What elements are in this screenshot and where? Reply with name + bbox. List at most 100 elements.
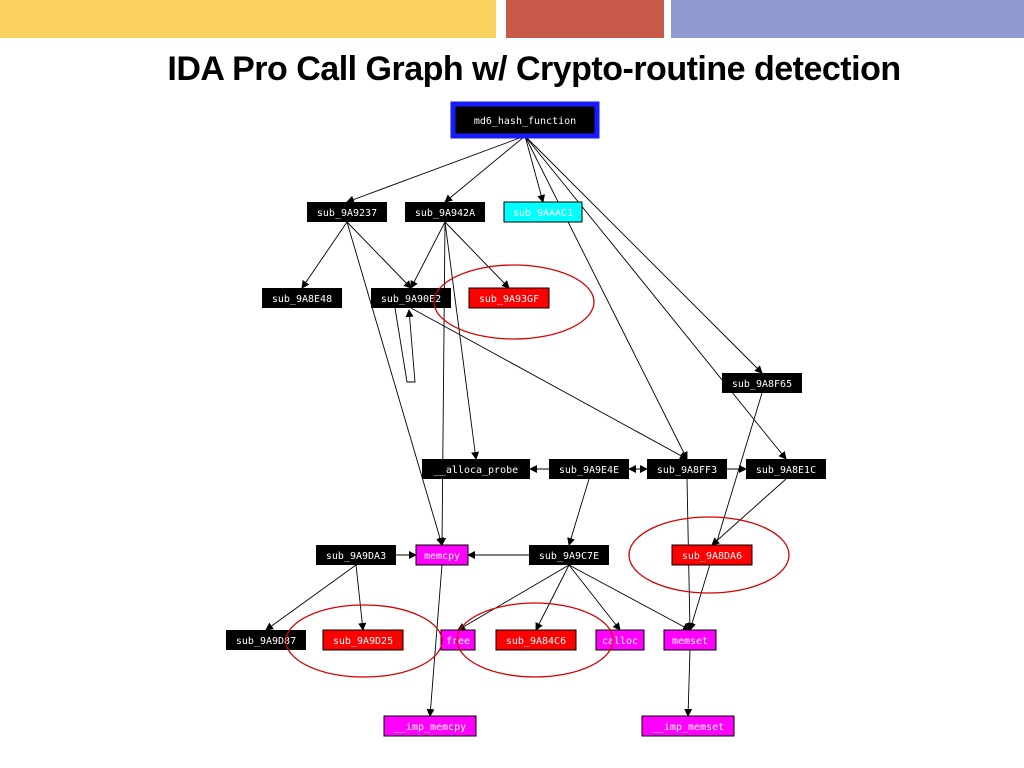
node-label: sub_9A93GF [479,294,539,305]
graph-node-calloc[interactable]: calloc [595,629,645,651]
call-edge-s9C7E-to-free [457,564,570,631]
call-edge-s942A-to-memcpy [438,221,447,546]
node-box [503,201,583,223]
slide-title: IDA Pro Call Graph w/ Crypto-routine det… [167,50,901,88]
graph-node-s8E48[interactable]: sub_9A8E48 [262,288,342,308]
header-bar-red [506,0,664,38]
node-label: memset [672,636,708,647]
graph-node-s93GF[interactable]: sub_9A93GF [468,287,550,309]
call-edge-s9DA3-to-s9D87 [265,564,357,631]
graph-node-s8F65[interactable]: sub_9A8F65 [722,373,802,393]
node-label: sub_9A9D87 [236,636,296,647]
node-box [722,373,802,393]
call-edge-memset-to-imp_memset [684,649,693,717]
node-box [641,715,735,737]
call-edge-s8F65-to-memset [688,392,763,631]
node-box [663,629,717,651]
node-box [316,545,396,565]
graph-node-s9D87[interactable]: sub_9A9D87 [226,630,306,650]
call-edge-md6-to-s9237 [346,135,526,204]
graph-node-free[interactable]: free [440,629,476,651]
graph-node-s9D25[interactable]: sub_9A9D25 [322,629,404,651]
call-edge-s9C7E-to-s84C6 [535,564,570,631]
graph-node-s9C7E[interactable]: sub_9A9C7E [529,545,609,565]
node-box [307,202,387,222]
header-bar-blue [671,0,1024,38]
node-label: sub_9A8FF3 [657,465,717,476]
call-edge-s9237-to-s8E48 [301,221,348,289]
graph-node-sAAAC[interactable]: sub_9AAAC1 [503,201,583,223]
graph-node-s9237[interactable]: sub_9A9237 [307,202,387,222]
node-box [450,101,600,139]
node-label: sub_9A8E48 [272,294,332,305]
call-edge-s9237-to-s90E2 [346,221,412,289]
graph-node-s9E4E[interactable]: sub_9A9E4E [549,459,629,479]
node-box [440,629,476,651]
graph-node-alloca[interactable]: __alloca_probe [422,459,530,479]
node-box [422,459,530,479]
node-box [468,287,550,309]
node-box [322,629,404,651]
call-edge-memcpy-to-imp_memcpy [426,564,443,717]
node-label: sub_9A90E2 [381,294,441,305]
node-box [415,544,469,566]
crypto-highlight-ellipse-s93GF [433,264,595,340]
call-edge-md6-to-s8E1C [524,135,787,460]
graph-node-s8DA6[interactable]: sub_9A8DA6 [671,544,753,566]
graph-node-s942A[interactable]: sub_9A942A [405,202,485,222]
node-label: md6_hash_function [474,116,576,127]
graph-node-imp_memset[interactable]: __imp_memset [641,715,735,737]
graph-node-md6[interactable]: md6_hash_function [450,101,600,139]
header-bar-yellow [0,0,496,38]
node-label: sub_9A8E1C [756,465,816,476]
node-label: calloc [602,636,638,647]
node-label: __alloca_probe [434,465,518,476]
graph-node-memset[interactable]: memset [663,629,717,651]
graph-node-s90E2[interactable]: sub_9A90E2 [371,288,451,308]
call-edge-s942A-to-s90E2 [410,221,446,289]
node-label: sub_9A9D25 [333,636,393,647]
node-label: sub_9A9DA3 [326,551,386,562]
graph-node-imp_memcpy[interactable]: __imp_memcpy [383,715,477,737]
node-box [383,715,477,737]
node-label: sub_9AAAC1 [513,208,573,219]
node-box [671,544,753,566]
crypto-highlight-ellipse-s84C6 [456,602,614,678]
node-label: sub_9A9E4E [559,465,619,476]
node-label: sub_9A9C7E [539,551,599,562]
node-box [647,459,727,479]
crypto-highlight-ellipse-s9D25 [285,604,443,678]
node-label: sub_9A8DA6 [682,551,742,562]
node-box [746,459,826,479]
call-edge-md6-to-sAAAC [524,135,546,203]
call-edge-md6-to-s8FF3 [524,135,688,460]
graph-node-memcpy[interactable]: memcpy [415,544,469,566]
node-label: __imp_memset [652,722,724,733]
node-box [529,545,609,565]
node-box [549,459,629,479]
call-edge-md6-to-s8F65 [524,135,763,374]
call-edge-s9C7E-to-calloc [568,564,621,631]
graph-node-s84C6[interactable]: sub_9A84C6 [495,629,577,651]
node-label: sub_9A9237 [317,208,377,219]
graph-node-s9DA3[interactable]: sub_9A9DA3 [316,545,396,565]
call-edge-s9C7E-to-memset [568,564,691,631]
node-box [595,629,645,651]
crypto-highlight-ellipse-s8DA6 [628,516,790,594]
node-label: __imp_memcpy [394,722,466,733]
graph-node-s8E1C[interactable]: sub_9A8E1C [746,459,826,479]
call-edge-s90E2-to-s8FF3 [410,307,688,460]
call-edge-s9E4E-to-s9C7E [567,478,590,546]
call-edge-s90E2-to-s90E2 [394,307,416,383]
node-label: sub_9A942A [415,208,475,219]
node-box [262,288,342,308]
call-edge-s942A-to-s93GF [444,221,510,289]
node-box [405,202,485,222]
call-edge-s9237-to-memcpy [346,221,444,546]
call-edge-s942A-to-alloca [444,221,480,460]
graph-node-s8FF3[interactable]: sub_9A8FF3 [647,459,727,479]
node-box [371,288,451,308]
node-box [495,629,577,651]
call-edge-s8E1C-to-s8DA6 [711,478,787,546]
